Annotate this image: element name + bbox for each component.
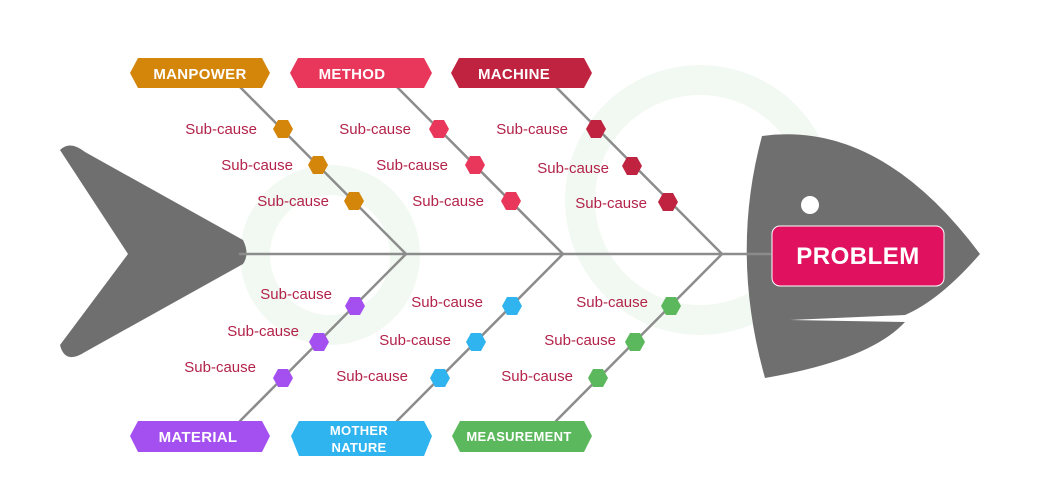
sub-cause-item: Sub-cause (411, 294, 522, 315)
sub-cause-label: Sub-cause (257, 193, 329, 210)
sub-cause-label: Sub-cause (336, 368, 408, 385)
category-label-line-2: NATURE (332, 440, 387, 455)
sub-cause-item: Sub-cause (257, 192, 364, 210)
problem-box: PROBLEM (771, 225, 945, 287)
sub-cause-label: Sub-cause (185, 121, 257, 138)
sub-cause-label: Sub-cause (339, 121, 411, 138)
category-machine: MACHINE (451, 58, 592, 88)
sub-cause-item: Sub-cause (412, 192, 521, 210)
sub-cause-label: Sub-cause (496, 121, 568, 138)
fish-eye (801, 196, 819, 214)
sub-cause-item: Sub-cause (221, 156, 328, 174)
sub-cause-item: Sub-cause (260, 286, 365, 315)
sub-cause-label: Sub-cause (412, 193, 484, 210)
category-label: MEASUREMENT (466, 429, 571, 444)
category-manpower: MANPOWER (130, 58, 270, 88)
fish-tail (60, 145, 247, 358)
category-label: MACHINE (478, 66, 550, 83)
category-mother-nature: MOTHER NATURE (291, 421, 432, 456)
category-label: METHOD (319, 66, 386, 83)
sub-cause-item: Sub-cause (544, 332, 645, 351)
sub-cause-label: Sub-cause (184, 359, 256, 376)
sub-cause-label: Sub-cause (379, 332, 451, 349)
sub-cause-item: Sub-cause (376, 156, 485, 174)
sub-cause-label: Sub-cause (575, 195, 647, 212)
category-material: MATERIAL (130, 421, 270, 452)
category-label-line-1: MOTHER (330, 423, 388, 438)
background-watermark (240, 65, 835, 345)
sub-cause-item: Sub-cause (339, 120, 449, 138)
sub-cause-item: Sub-cause (501, 368, 608, 387)
sub-cause-label: Sub-cause (411, 294, 483, 311)
sub-cause-label: Sub-cause (376, 157, 448, 174)
sub-cause-item: Sub-cause (496, 120, 606, 138)
sub-cause-label: Sub-cause (501, 368, 573, 385)
category-measurement: MEASUREMENT (452, 421, 592, 452)
sub-cause-item: Sub-cause (336, 368, 450, 387)
category-label: MANPOWER (153, 66, 246, 83)
sub-cause-item: Sub-cause (227, 323, 329, 351)
sub-cause-item: Sub-cause (537, 157, 642, 177)
category-method: METHOD (290, 58, 432, 88)
sub-cause-label: Sub-cause (576, 294, 648, 311)
sub-cause-label: Sub-cause (221, 157, 293, 174)
sub-cause-label: Sub-cause (227, 323, 299, 340)
sub-cause-item: Sub-cause (184, 359, 293, 387)
sub-cause-label: Sub-cause (260, 286, 332, 303)
sub-cause-item: Sub-cause (575, 193, 678, 212)
sub-cause-item: Sub-cause (379, 332, 486, 351)
category-label: MATERIAL (159, 429, 238, 446)
sub-cause-label: Sub-cause (544, 332, 616, 349)
problem-label: PROBLEM (796, 243, 920, 270)
sub-cause-item: Sub-cause (576, 294, 681, 315)
sub-cause-item: Sub-cause (185, 120, 293, 138)
sub-cause-label: Sub-cause (537, 160, 609, 177)
